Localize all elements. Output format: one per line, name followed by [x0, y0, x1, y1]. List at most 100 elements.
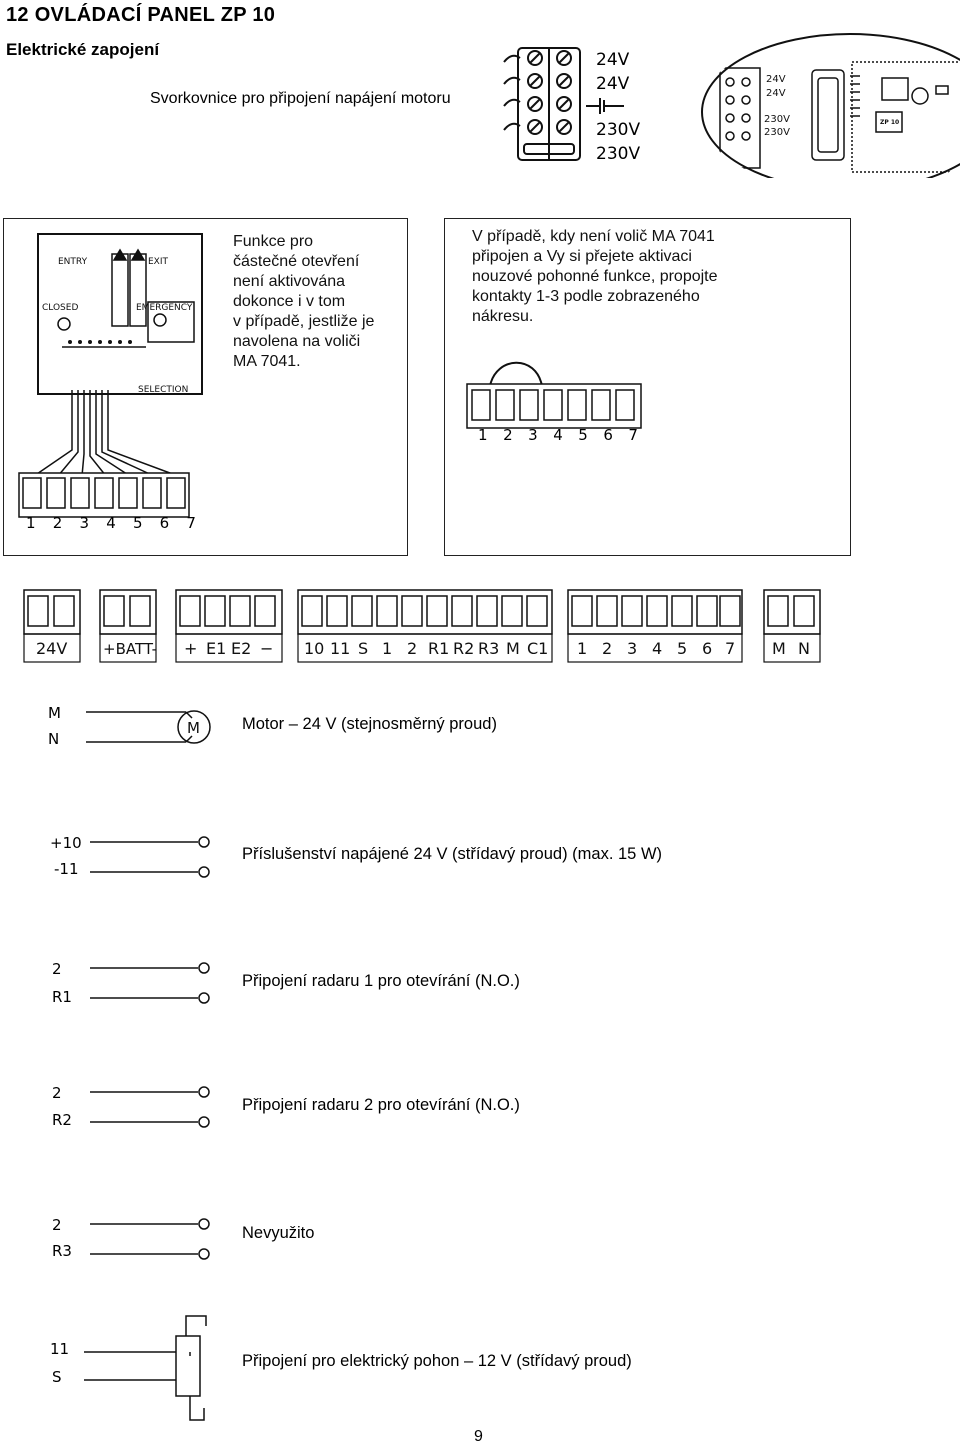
- board-voltage-label: 230V: [764, 127, 790, 138]
- terminal-label: −: [260, 639, 273, 658]
- legend-term: R2: [52, 1111, 72, 1129]
- legend-text: Příslušenství napájené 24 V (střídavý pr…: [242, 845, 663, 863]
- exit-label: EXIT: [148, 257, 169, 267]
- page-number: 9: [474, 1428, 483, 1445]
- selector-pin-labels: 1 2 3 4 5 6 7: [26, 514, 196, 532]
- board-model-label: ZP 10: [880, 119, 899, 126]
- note-line: nákresu.: [472, 308, 534, 325]
- terminal-label: 1: [577, 639, 587, 658]
- terminal-label: M: [506, 639, 520, 658]
- closed-label: CLOSED: [42, 303, 78, 313]
- note-line: kontakty 1-3 podle zobrazeného: [472, 288, 700, 305]
- entry-label: ENTRY: [58, 257, 88, 267]
- pin-label: 6: [603, 426, 613, 444]
- bridge-wire: [489, 361, 543, 387]
- board-voltage-label: 230V: [764, 114, 790, 125]
- note-line: není aktivována: [233, 273, 346, 290]
- board-voltage-label: 24V: [766, 88, 786, 99]
- terminal-label: 6: [702, 639, 712, 658]
- note-line: Funkce pro: [233, 233, 314, 250]
- selection-label: SELECTION: [138, 385, 188, 395]
- legend-text: Připojení pro elektrický pohon – 12 V (s…: [242, 1352, 632, 1370]
- terminal-label: R2: [453, 639, 474, 658]
- voltage-label: 24V: [596, 74, 630, 94]
- note-line: navolena na voliči: [233, 333, 361, 350]
- legend-term: 11: [50, 1340, 70, 1358]
- legend-term: -11: [54, 860, 79, 878]
- terminal-label: C1: [527, 639, 548, 658]
- pin-label: 2: [52, 514, 63, 532]
- legend-term: 2: [52, 1216, 62, 1234]
- radar2-contacts: [90, 1086, 210, 1128]
- selector-note: Funkce pro částečné otevření není aktivo…: [233, 232, 403, 372]
- pin-label: 5: [132, 514, 143, 532]
- legend-term: N: [48, 730, 60, 748]
- board-voltage-label: 24V: [766, 74, 786, 85]
- terminal-label: N: [798, 639, 810, 658]
- bridge-pin-labels: 1 2 3 4 5 6 7: [478, 426, 638, 444]
- pin-label: 4: [106, 514, 116, 532]
- note-line: MA 7041.: [233, 353, 301, 370]
- legend-text: Připojení radaru 2 pro otevírání (N.O.): [242, 1096, 520, 1114]
- legend-text: Připojení radaru 1 pro otevírání (N.O.): [242, 972, 520, 990]
- legend-term: S: [52, 1368, 62, 1386]
- power-terminal-strip: [503, 47, 624, 161]
- terminal-label: E1: [206, 639, 226, 658]
- legend-term: R3: [52, 1242, 72, 1260]
- pin-label: 5: [578, 426, 588, 444]
- terminal-label: 10: [304, 639, 324, 658]
- note-line: částečné otevření: [233, 253, 360, 270]
- bridge-terminal-block: [466, 361, 642, 429]
- pin-label: 7: [628, 426, 638, 444]
- legend-text: Motor – 24 V (stejnosměrný proud): [242, 715, 497, 733]
- terminal-label: E2: [231, 639, 251, 658]
- voltage-label: 24V: [596, 50, 630, 70]
- terminal-label: 4: [652, 639, 662, 658]
- terminal-label: +: [184, 639, 197, 658]
- motor-symbol: M: [86, 710, 211, 744]
- legend-term: 2: [52, 1084, 62, 1102]
- note-line: dokonce i v tom: [233, 293, 346, 310]
- voltage-label: 230V: [596, 144, 641, 164]
- voltage-label: 230V: [596, 120, 641, 140]
- note-line: v případě, jestliže je: [233, 313, 375, 330]
- note-line: připojen a Vy si přejete aktivaci: [472, 248, 692, 265]
- power-voltage-labels: 24V 24V 230V 230V: [596, 48, 640, 166]
- terminal-label: 7: [725, 639, 735, 658]
- pin-label: 3: [528, 426, 538, 444]
- bridge-note: V případě, kdy není volič MA 7041 připoj…: [472, 227, 842, 327]
- selector-terminal-block: [18, 472, 190, 518]
- terminal-label: S: [358, 639, 368, 658]
- main-terminal-row: 24V +BATT- + E1 E2 − 10 11 S 1 2 R1 R2 R…: [23, 589, 821, 663]
- terminal-label: 2: [602, 639, 612, 658]
- legend-text: Nevyužito: [242, 1224, 315, 1242]
- control-board-detail: 24V 24V 230V 230V ZP 10: [701, 33, 960, 178]
- pin-label: 4: [553, 426, 563, 444]
- note-line: nouzové pohonné funkce, propojte: [472, 268, 718, 285]
- note-line: V případě, kdy není volič MA 7041: [472, 228, 715, 245]
- terminal-label: R1: [428, 639, 449, 658]
- electric-lock-symbol: [84, 1315, 207, 1421]
- pin-label: 2: [503, 426, 513, 444]
- terminal-label: 5: [677, 639, 687, 658]
- selector-device: ENTRY EXIT CLOSED EMERGENCY SELECTION: [37, 233, 203, 395]
- terminal-label: 11: [330, 639, 350, 658]
- legend-term: M: [48, 704, 61, 722]
- terminal-label: M: [772, 639, 786, 658]
- pin-label: 7: [186, 514, 196, 532]
- terminal-label: 1: [382, 639, 392, 658]
- terminal-label: +BATT-: [103, 640, 157, 658]
- accessory-contacts: [90, 836, 210, 878]
- pin-label: 1: [26, 514, 36, 532]
- legend-term: R1: [52, 988, 72, 1006]
- terminal-label: 2: [407, 639, 417, 658]
- motor-symbol-letter: M: [187, 719, 200, 737]
- selector-wires: [33, 390, 179, 477]
- radar1-contacts: [90, 962, 210, 1004]
- legend-term: 2: [52, 960, 62, 978]
- pin-label: 1: [478, 426, 488, 444]
- terminal-label: R3: [478, 639, 499, 658]
- unused-contacts: [90, 1218, 210, 1260]
- terminal-label: 24V: [36, 639, 67, 658]
- terminal-label: 3: [627, 639, 637, 658]
